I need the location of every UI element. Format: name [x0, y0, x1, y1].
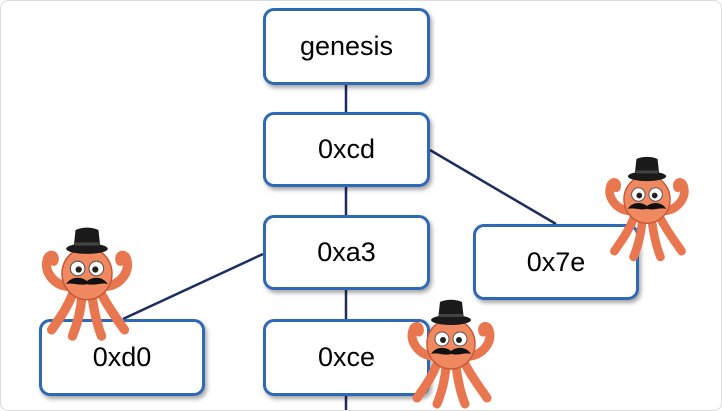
- octopus-mascot-icon: [599, 148, 695, 266]
- block-node-0xa3: 0xa3: [263, 215, 430, 290]
- octopus-mascot-icon: [401, 293, 501, 411]
- block-label: 0xce: [317, 342, 376, 372]
- edge-0xa3-0xd0: [122, 252, 264, 321]
- block-node-0xcd: 0xcd: [263, 112, 430, 187]
- block-label: 0xcd: [317, 134, 376, 164]
- block-node-genesis: genesis: [263, 8, 430, 85]
- block-label: 0xd0: [92, 342, 152, 372]
- block-label: genesis: [299, 31, 394, 61]
- block-label: 0xa3: [317, 237, 376, 267]
- block-node-0xce: 0xce: [263, 319, 430, 396]
- block-node-0x7e: 0x7e: [473, 224, 639, 300]
- block-label: 0x7e: [526, 246, 586, 277]
- octopus-mascot-icon: [35, 221, 139, 343]
- edge-0xcd-0x7e: [429, 148, 557, 226]
